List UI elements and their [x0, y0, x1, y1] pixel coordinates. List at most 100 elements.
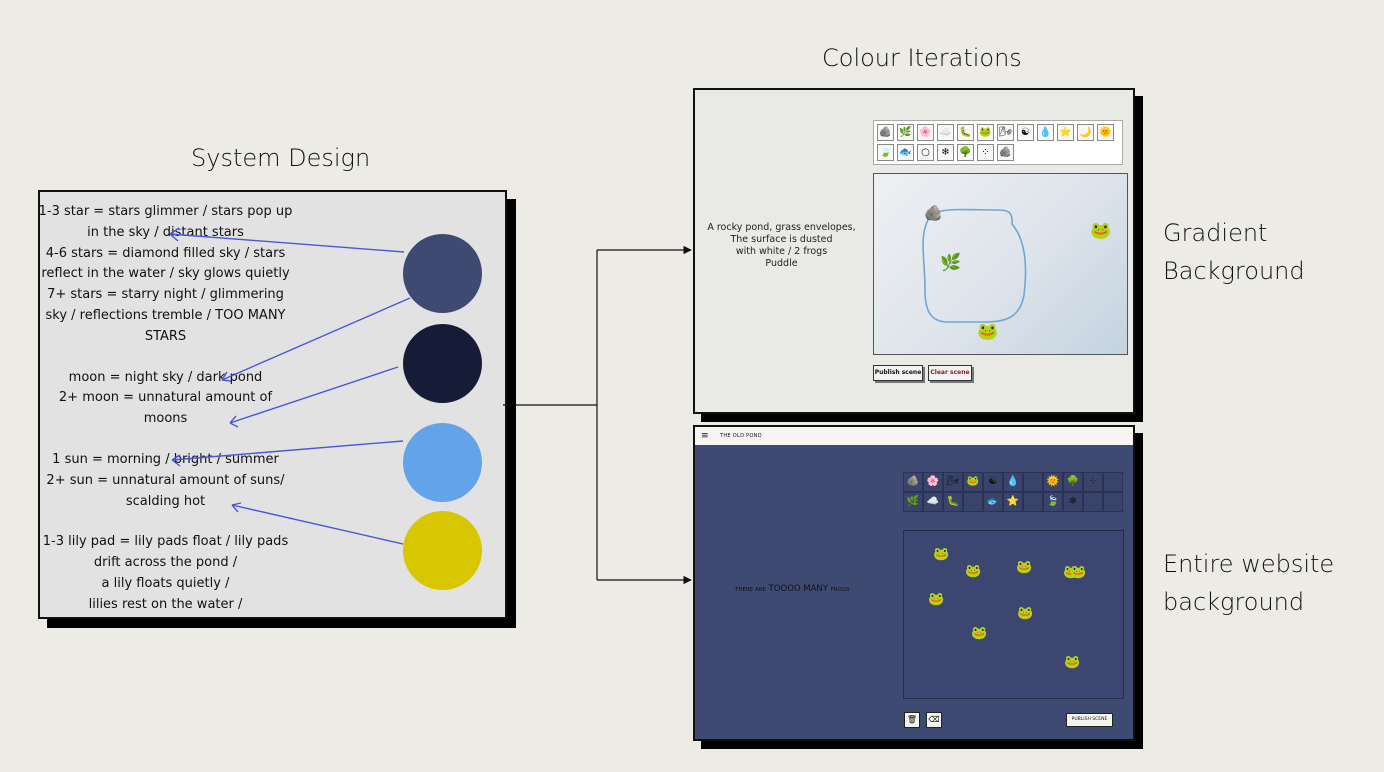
site-frog-item[interactable]: 🐸 [1070, 565, 1087, 580]
eraser-icon[interactable]: ⌫ [926, 712, 942, 728]
site-palette-tile[interactable] [1023, 492, 1043, 512]
frog-item[interactable]: 🐸 [1090, 221, 1112, 241]
arrow-sky-to-sun [171, 440, 404, 467]
scene-message-main: TOOOO MANY [768, 584, 828, 594]
menu-icon[interactable]: ≡ [701, 431, 709, 441]
publish-scene-button[interactable]: PUBLISH SCENE [1066, 713, 1113, 727]
site-palette-tile[interactable]: 🌿 [903, 492, 923, 512]
site-frog-item[interactable]: 🐸 [1064, 655, 1081, 670]
label-line: Entire website [1163, 550, 1335, 578]
site-palette-tile[interactable] [1023, 472, 1043, 492]
site-palette-tile[interactable]: 🐸 [963, 472, 983, 492]
scene-message-prefix: THERE ARE [735, 587, 767, 593]
gradient-background-label: Gradient Background [1163, 214, 1305, 290]
palette-tile[interactable]: 🌙 [1077, 124, 1094, 141]
palette-tile[interactable]: 🌞 [1097, 124, 1114, 141]
connector-main [503, 250, 598, 580]
star-rules: 1-3 star = stars glimmer / stars pop up … [38, 204, 293, 344]
site-palette-tile[interactable] [963, 492, 983, 512]
connector-lines [503, 245, 692, 585]
site-frog-item[interactable]: 🐸 [1016, 560, 1033, 575]
site-palette-tile[interactable]: 🌞 [1043, 472, 1063, 492]
site-palette-tile[interactable]: 🌳 [1063, 472, 1083, 492]
element-palette: 🪨🌿🌸☁️🐛🐸🌬☯💧⭐🌙🌞🍃🐟○❄🌳⁘🪨 [873, 120, 1123, 165]
site-frog-item[interactable]: 🐸 [971, 626, 988, 641]
publish-scene-button[interactable]: Publish scene [873, 365, 923, 381]
site-palette-tile[interactable]: ☁️ [923, 492, 943, 512]
site-frog-item[interactable]: 🐸 [928, 592, 945, 607]
scene-message: THERE ARE TOOOO MANY FROGS [735, 584, 850, 594]
swatch-dusk-blue [403, 234, 482, 313]
palette-tile[interactable]: ☯ [1017, 124, 1034, 141]
lily-pad-rules: 1-3 lily pad = lily pads float / lily pa… [42, 534, 289, 612]
palette-tile[interactable]: 🐛 [957, 124, 974, 141]
palette-tile[interactable]: 🪨 [877, 124, 894, 141]
palette-tile[interactable]: ☁️ [937, 124, 954, 141]
scene-description: A rocky pond, grass envelopes, The surfa… [703, 222, 860, 270]
site-header: ≡ THE OLD POND [695, 427, 1133, 445]
swatch-night-navy [403, 324, 482, 403]
palette-tile[interactable]: 🌸 [917, 124, 934, 141]
swatch-sun-yellow [403, 511, 482, 590]
arrow-navy-to-moon [229, 366, 399, 428]
palette-tile[interactable]: 🐸 [977, 124, 994, 141]
site-frog-item[interactable]: 🐸 [933, 547, 950, 562]
scene-description-line: The surface is dusted [730, 234, 833, 245]
site-frog-item[interactable]: 🐸 [965, 564, 982, 579]
rock-item[interactable]: 🪨 [924, 204, 943, 222]
entire-website-label: Entire website background [1163, 545, 1334, 621]
label-line: Background [1163, 257, 1305, 285]
swatch-sky-blue [403, 423, 482, 502]
site-palette-tile[interactable]: 🪨 [903, 472, 923, 492]
colour-iterations-heading: Colour Iterations [822, 44, 1022, 72]
site-palette-tile[interactable]: 🐛 [943, 492, 963, 512]
arrow-navy-to-stars [221, 297, 411, 382]
pond-outline [922, 208, 1027, 323]
scene-message-suffix: FROGS [830, 587, 850, 593]
site-frog-item[interactable]: 🐸 [1017, 606, 1034, 621]
system-design-rules: 1-3 star = stars glimmer / stars pop up … [38, 202, 293, 636]
trash-icon[interactable]: 🗑 [904, 712, 920, 728]
frog-item[interactable]: 🐸 [977, 322, 999, 342]
arrow-yellow-to-sun [231, 502, 404, 545]
site-palette-tile[interactable]: 🌸 [923, 472, 943, 492]
scene-description-line: with white / 2 frogs [735, 246, 828, 257]
site-title: THE OLD POND [720, 433, 762, 439]
label-line: background [1163, 588, 1305, 616]
site-palette-tile[interactable]: ⭐ [1003, 492, 1023, 512]
palette-tile[interactable]: 💧 [1037, 124, 1054, 141]
site-palette-tile[interactable]: ☯ [983, 472, 1003, 492]
scene-description-line: A rocky pond, grass envelopes, [707, 222, 856, 233]
site-frog-item[interactable]: 🐸 [1063, 565, 1080, 580]
site-palette-tile[interactable]: 🌬 [943, 472, 963, 492]
label-line: Gradient [1163, 219, 1268, 247]
site-palette-tile[interactable] [1103, 472, 1123, 492]
site-palette-tile[interactable]: 💧 [1003, 472, 1023, 492]
site-palette-tile[interactable] [1103, 492, 1123, 512]
palette-tile[interactable]: ⁘ [977, 144, 994, 161]
arrow-dusk-to-stars [169, 227, 405, 253]
palette-tile[interactable]: ○ [917, 144, 934, 161]
site-palette-tile[interactable]: ❄ [1063, 492, 1083, 512]
palette-tile[interactable]: 🌬 [997, 124, 1014, 141]
palette-tile[interactable]: 🐟 [897, 144, 914, 161]
palette-tile[interactable]: ❄ [937, 144, 954, 161]
sun-rules: 1 sun = morning / bright / summer 2+ sun… [46, 451, 285, 509]
site-palette-tile[interactable]: ⁘ [1083, 472, 1103, 492]
palette-tile[interactable]: 🌳 [957, 144, 974, 161]
pond-canvas[interactable] [873, 173, 1128, 355]
scene-description-line: Puddle [765, 258, 798, 269]
palette-tile[interactable]: 🍃 [877, 144, 894, 161]
moon-rules: moon = night sky / dark pond 2+ moon = u… [58, 369, 273, 427]
grass-item[interactable]: 🌿 [940, 253, 962, 273]
site-pond-canvas[interactable] [903, 530, 1124, 699]
palette-tile[interactable]: 🪨 [997, 144, 1014, 161]
site-palette-tile[interactable]: 🐟 [983, 492, 1003, 512]
site-palette-tile[interactable]: 🍃 [1043, 492, 1063, 512]
palette-tile[interactable]: ⭐ [1057, 124, 1074, 141]
palette-tile[interactable]: 🌿 [897, 124, 914, 141]
clear-scene-button[interactable]: Clear scene [928, 365, 972, 381]
site-palette-tile[interactable] [1083, 492, 1103, 512]
system-design-heading: System Design [191, 144, 371, 172]
